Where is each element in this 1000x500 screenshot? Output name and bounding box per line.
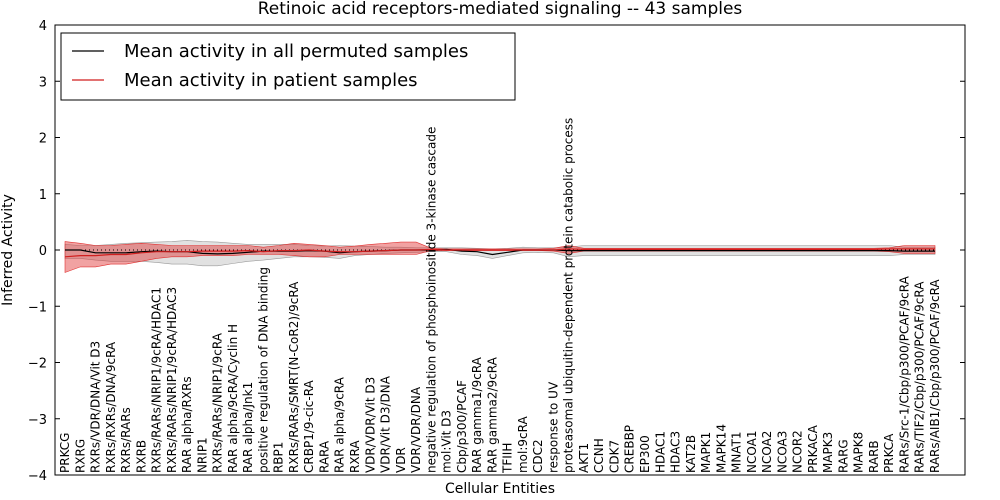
legend-entry: Mean activity in all permuted samples [124, 41, 468, 62]
entity-label: VDR/VDR/DNA [409, 386, 423, 473]
entity-label: KAT2B [684, 435, 698, 473]
entity-label: MAPK14 [714, 424, 728, 473]
entity-label: RAR gamma2/9cRA [485, 356, 499, 473]
entity-label: RXRs/RARs/NRIP1/9cRA [211, 332, 225, 473]
entity-label: VDR/Vit D3/DNA [379, 375, 393, 473]
entity-label: PRKCA [882, 433, 896, 473]
entity-label: NCOA2 [760, 431, 774, 473]
y-tick-label: 2 [39, 132, 47, 147]
series-line-patient [64, 248, 935, 258]
entity-label: MAPK8 [852, 432, 866, 473]
entity-label: RAR alpha/RXRs [180, 376, 194, 473]
series-lines [64, 248, 935, 258]
entity-label: NCOA3 [775, 431, 789, 473]
entity-label: HDAC3 [669, 431, 683, 473]
entity-label: RXRs/RARs/NRIP1/9cRA/HDAC1 [150, 287, 164, 473]
entity-label: NRIP1 [195, 437, 209, 473]
entity-label: response to UV [546, 381, 560, 473]
entity-label: NCOR2 [791, 430, 805, 473]
entity-label: MAPK3 [821, 432, 835, 473]
plot-area-frame [54, 24, 966, 476]
entity-label: RARs/Src-1/Cbp/p300/PCAF/9cRA [898, 275, 912, 473]
entity-label: RXRs/VDR/DNA/Vit D3 [89, 341, 103, 473]
entity-label: CCNH [592, 438, 606, 473]
entity-label: mol:Vit D3 [440, 410, 454, 473]
y-axis-label: Inferred Activity [0, 194, 16, 306]
entity-label: RXRA [348, 440, 362, 473]
entity-label: positive regulation of DNA binding [256, 267, 270, 473]
y-tick-label: −4 [28, 469, 47, 484]
entity-label: RARG [836, 439, 850, 473]
entity-label: RXRs/RXRs/DNA/9cRA [104, 341, 118, 473]
entity-label: RARs/TIF2/Cbp/p300/PCAF/9cRA [913, 281, 927, 473]
entity-label: RARs/AIB1/Cbp/p300/PCAF/9cRA [928, 279, 942, 473]
entity-label: MAPK1 [699, 432, 713, 473]
entity-label: mol:9cRA [516, 416, 530, 473]
y-tick-label: 1 [39, 188, 47, 203]
entity-label: VDR [394, 447, 408, 473]
entity-label: Cbp/p300/PCAF [455, 380, 469, 473]
y-tick-label: 3 [39, 75, 47, 90]
entity-label: RXRG [73, 439, 87, 473]
entity-label: NCOA1 [745, 431, 759, 473]
y-tick-label: −3 [28, 413, 47, 428]
chart-title: Retinoic acid receptors-mediated signali… [258, 0, 743, 19]
legend-box [60, 32, 516, 101]
entity-label: CDC2 [531, 439, 545, 473]
y-tick-label: −1 [28, 300, 47, 315]
y-tick-label: 4 [39, 19, 47, 34]
entity-label: RXRB [134, 440, 148, 473]
legend-entry: Mean activity in patient samples [124, 70, 418, 91]
y-axis-ticks: −4 −3 −2 −1 0 1 2 3 4 [28, 19, 965, 484]
y-tick-label: 0 [39, 244, 47, 259]
x-axis-label: Cellular Entities [445, 481, 555, 497]
entity-label: AKT1 [577, 443, 591, 473]
entity-label: CDK7 [608, 440, 622, 473]
series-line-permuted [65, 248, 935, 256]
entity-label: RAR alpha/9cRA/Cyclin H [226, 324, 240, 473]
entity-label: MNAT1 [730, 431, 744, 473]
entity-label: CREBBP [623, 425, 637, 473]
entity-label: PRKACA [806, 424, 820, 473]
entity-label: negative regulation of phosphoinositide … [424, 127, 438, 473]
entity-label: RBP1 [272, 442, 286, 473]
y-tick-label: −2 [28, 357, 47, 372]
entity-label: EP300 [638, 435, 652, 473]
entity-label: HDAC1 [653, 431, 667, 473]
entity-label: VDR/VDR/Vit D3 [363, 377, 377, 473]
legend: Mean activity in all permuted samplesMea… [60, 32, 516, 101]
entity-label: PRKCG [58, 433, 72, 473]
entity-label: RXRs/RARs/SMRT(N-CoR2)/9cRA [287, 281, 301, 473]
entity-label: RARB [867, 440, 881, 473]
entity-label: RXRs/RARs/NRIP1/9cRA/HDAC3 [165, 287, 179, 473]
entity-label: CRBP1/9-cic-RA [302, 379, 316, 473]
entity-label: TFIIH [501, 443, 515, 474]
entity-label: RARA [318, 440, 332, 473]
entity-label: RAR alpha/9cRA [333, 376, 347, 473]
entity-label: RAR gamma1/9cRA [470, 356, 484, 473]
entity-label: RAR alpha/Jnk1 [241, 382, 255, 473]
entity-label: proteasomal ubiquitin-dependent protein … [562, 118, 576, 473]
entity-label: RXRs/RARs [119, 407, 133, 473]
